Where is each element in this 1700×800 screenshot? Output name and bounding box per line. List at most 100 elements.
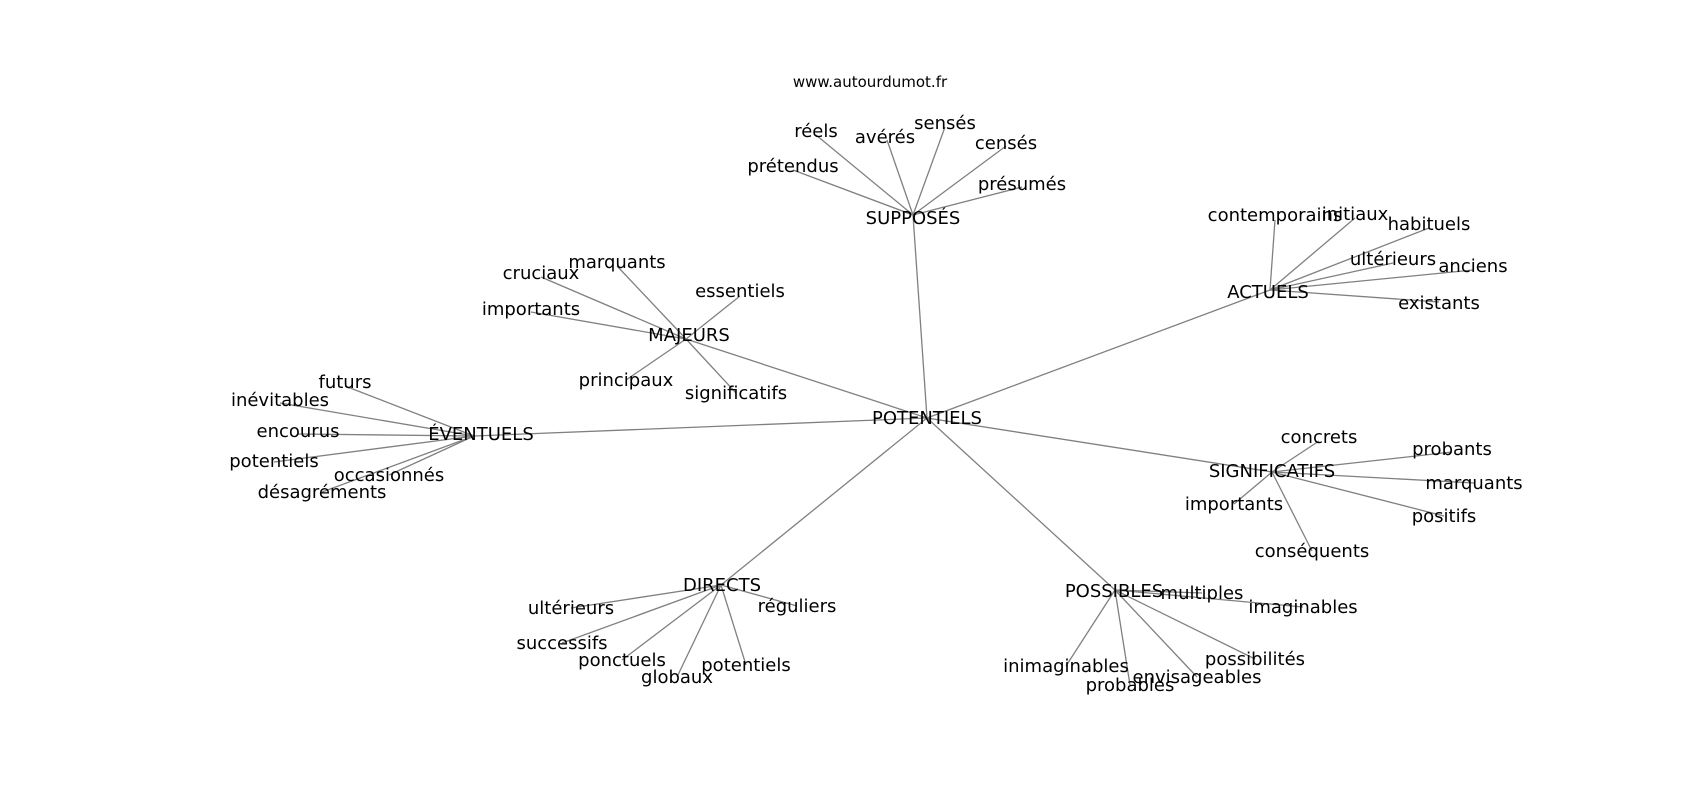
hub-word-edge — [792, 169, 914, 216]
graph-edges — [273, 126, 1475, 686]
center-hub-edge — [912, 214, 928, 419]
hub-word-edge — [676, 584, 722, 678]
word-node-label[interactable]: ponctuels — [578, 650, 666, 671]
hub-word-edge — [1233, 471, 1273, 505]
graph-labels: www.autourdumot.fr SUPPOSÉS réels avérésse… — [229, 73, 1522, 696]
hub-word-edge — [1269, 227, 1430, 291]
word-node-label[interactable]: ultérieurs — [1350, 249, 1436, 270]
word-node-label[interactable]: potentiels — [701, 655, 791, 676]
center-hub-edge — [926, 417, 1116, 591]
source-label[interactable]: www.autourdumot.fr — [793, 73, 948, 91]
center-hub-edge — [926, 289, 1271, 419]
hub-word-edge — [720, 584, 798, 607]
word-node-label[interactable]: concrets — [1281, 427, 1358, 448]
word-node-label[interactable]: encourus — [257, 421, 340, 442]
word-node-label[interactable]: importants — [1185, 494, 1283, 515]
hub-word-edge — [1114, 589, 1131, 686]
word-node-label[interactable]: existants — [1398, 293, 1480, 314]
hub-word-edge — [720, 584, 747, 666]
word-node-label[interactable]: envisageables — [1133, 667, 1262, 688]
word-node-label[interactable]: principaux — [579, 370, 674, 391]
center-hub-edge — [720, 417, 928, 586]
center-hub-edge — [926, 417, 1273, 473]
hub-word-edge — [1065, 589, 1116, 667]
word-node-label[interactable]: initiaux — [1322, 204, 1389, 225]
word-node-label[interactable]: contemporains — [1208, 205, 1343, 226]
hub-word-edge — [561, 584, 722, 644]
word-node-label[interactable]: multiples — [1161, 583, 1244, 604]
hub-word-edge — [1269, 289, 1440, 303]
word-node-label[interactable]: inévitables — [231, 390, 329, 411]
hub-word-edge — [1271, 440, 1320, 473]
word-node-label[interactable]: successifs — [516, 633, 607, 654]
word-node-label[interactable]: présumés — [978, 174, 1066, 195]
hub-word-edge — [912, 126, 946, 216]
hub-word-edge — [1271, 451, 1453, 473]
word-node-label[interactable]: imaginables — [1248, 597, 1357, 618]
word-node-label[interactable]: avérés — [855, 127, 915, 148]
word-node-label[interactable]: significatifs — [685, 383, 787, 404]
word-node-label[interactable]: probants — [1412, 439, 1492, 460]
hub-word-edge — [1114, 589, 1256, 660]
word-node-label[interactable]: possibilités — [1205, 649, 1305, 670]
hub-node-label[interactable]: ACTUELS — [1227, 282, 1309, 303]
hub-word-edge — [912, 186, 1023, 216]
hub-word-edge — [1114, 589, 1198, 678]
hub-word-edge — [321, 435, 475, 493]
word-node-label[interactable]: prétendus — [747, 156, 838, 177]
hub-word-edge — [540, 276, 687, 340]
word-node-label[interactable]: anciens — [1438, 256, 1507, 277]
word-node-label[interactable]: ultérieurs — [528, 598, 614, 619]
word-node-label[interactable]: cruciaux — [503, 263, 580, 284]
word-node-label[interactable]: marquants — [568, 252, 665, 273]
hub-word-edge — [621, 584, 722, 661]
hub-word-edge — [1269, 219, 1276, 291]
hub-word-edge — [344, 385, 475, 437]
hub-node-label[interactable]: MAJEURS — [648, 325, 730, 346]
word-node-label[interactable]: globaux — [641, 667, 713, 688]
hub-word-edge — [815, 134, 914, 216]
hub-node-label[interactable]: SUPPOSÉS — [866, 207, 961, 229]
word-node-label[interactable]: potentiels — [229, 451, 319, 472]
center-hub-edge — [473, 417, 928, 437]
word-node-label[interactable]: habituels — [1388, 214, 1471, 235]
hub-word-edge — [273, 435, 475, 463]
hub-node-label[interactable]: ÉVENTUELS — [428, 423, 534, 445]
word-node-label[interactable]: marquants — [1425, 473, 1522, 494]
word-node-label[interactable]: réels — [794, 121, 838, 142]
hub-node-label[interactable]: SIGNIFICATIFS — [1209, 461, 1335, 482]
hub-word-edge — [279, 402, 475, 437]
word-node-label[interactable]: inimaginables — [1003, 656, 1129, 677]
hub-word-edge — [886, 139, 914, 216]
hub-word-edge — [685, 295, 741, 340]
word-node-label[interactable]: essentiels — [695, 281, 785, 302]
word-node-label[interactable]: censés — [975, 133, 1037, 154]
hub-word-edge — [1271, 471, 1445, 517]
center-node-label[interactable]: POTENTIELS — [872, 408, 982, 429]
hub-word-edge — [1269, 262, 1394, 291]
center-hub-edge — [685, 338, 928, 419]
word-node-label[interactable]: futurs — [319, 372, 372, 393]
hub-word-edge — [1271, 471, 1475, 484]
word-node-label[interactable]: sensés — [914, 113, 976, 134]
hub-word-edge — [1269, 269, 1474, 291]
hub-word-edge — [530, 311, 687, 340]
hub-node-label[interactable]: DIRECTS — [683, 575, 761, 596]
hub-word-edge — [1271, 471, 1313, 552]
hub-word-edge — [625, 338, 687, 381]
word-node-label[interactable]: importants — [482, 299, 580, 320]
word-node-label[interactable]: réguliers — [758, 596, 837, 617]
word-node-label[interactable]: occasionnés — [334, 465, 445, 486]
word-node-label[interactable]: positifs — [1412, 506, 1477, 527]
hub-word-edge — [388, 435, 475, 476]
hub-word-edge — [685, 338, 737, 394]
hub-word-edge — [912, 145, 1007, 216]
hub-word-edge — [1114, 589, 1203, 594]
hub-word-edge — [297, 433, 475, 437]
word-node-label[interactable]: conséquents — [1255, 541, 1370, 562]
hub-word-edge — [570, 584, 722, 609]
word-node-label[interactable]: probables — [1086, 675, 1175, 696]
word-node-label[interactable]: désagréments — [258, 482, 387, 503]
hub-node-label[interactable]: POSSIBLES — [1065, 581, 1163, 602]
